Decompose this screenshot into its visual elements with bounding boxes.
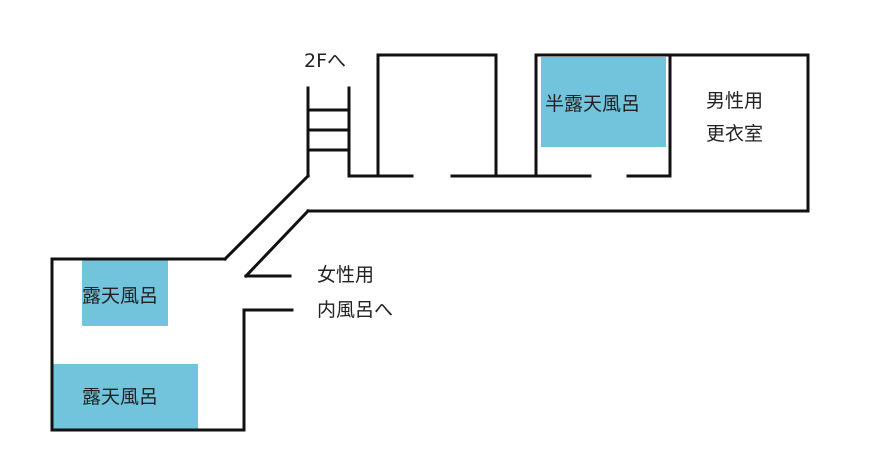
women-label-line1: 女性用 [317,264,374,286]
open-bath-lower-label: 露天風呂 [82,386,158,408]
open-bath-upper-area [82,260,168,326]
open-bath-lower-area [53,364,198,430]
semi-open-bath-label: 半露天風呂 [545,93,640,115]
women-label-line2: 内風呂へ [317,299,393,321]
upper-walls [306,53,810,213]
stairs-label: 2Fへ [304,50,346,72]
men-changing-label-line1: 男性用 [706,90,763,112]
open-bath-upper-label: 露天風呂 [82,285,158,307]
stairs [306,86,351,178]
men-changing-label-line2: 更衣室 [706,123,763,145]
semi-open-bath-area [541,57,666,147]
lower-walls [50,173,311,432]
